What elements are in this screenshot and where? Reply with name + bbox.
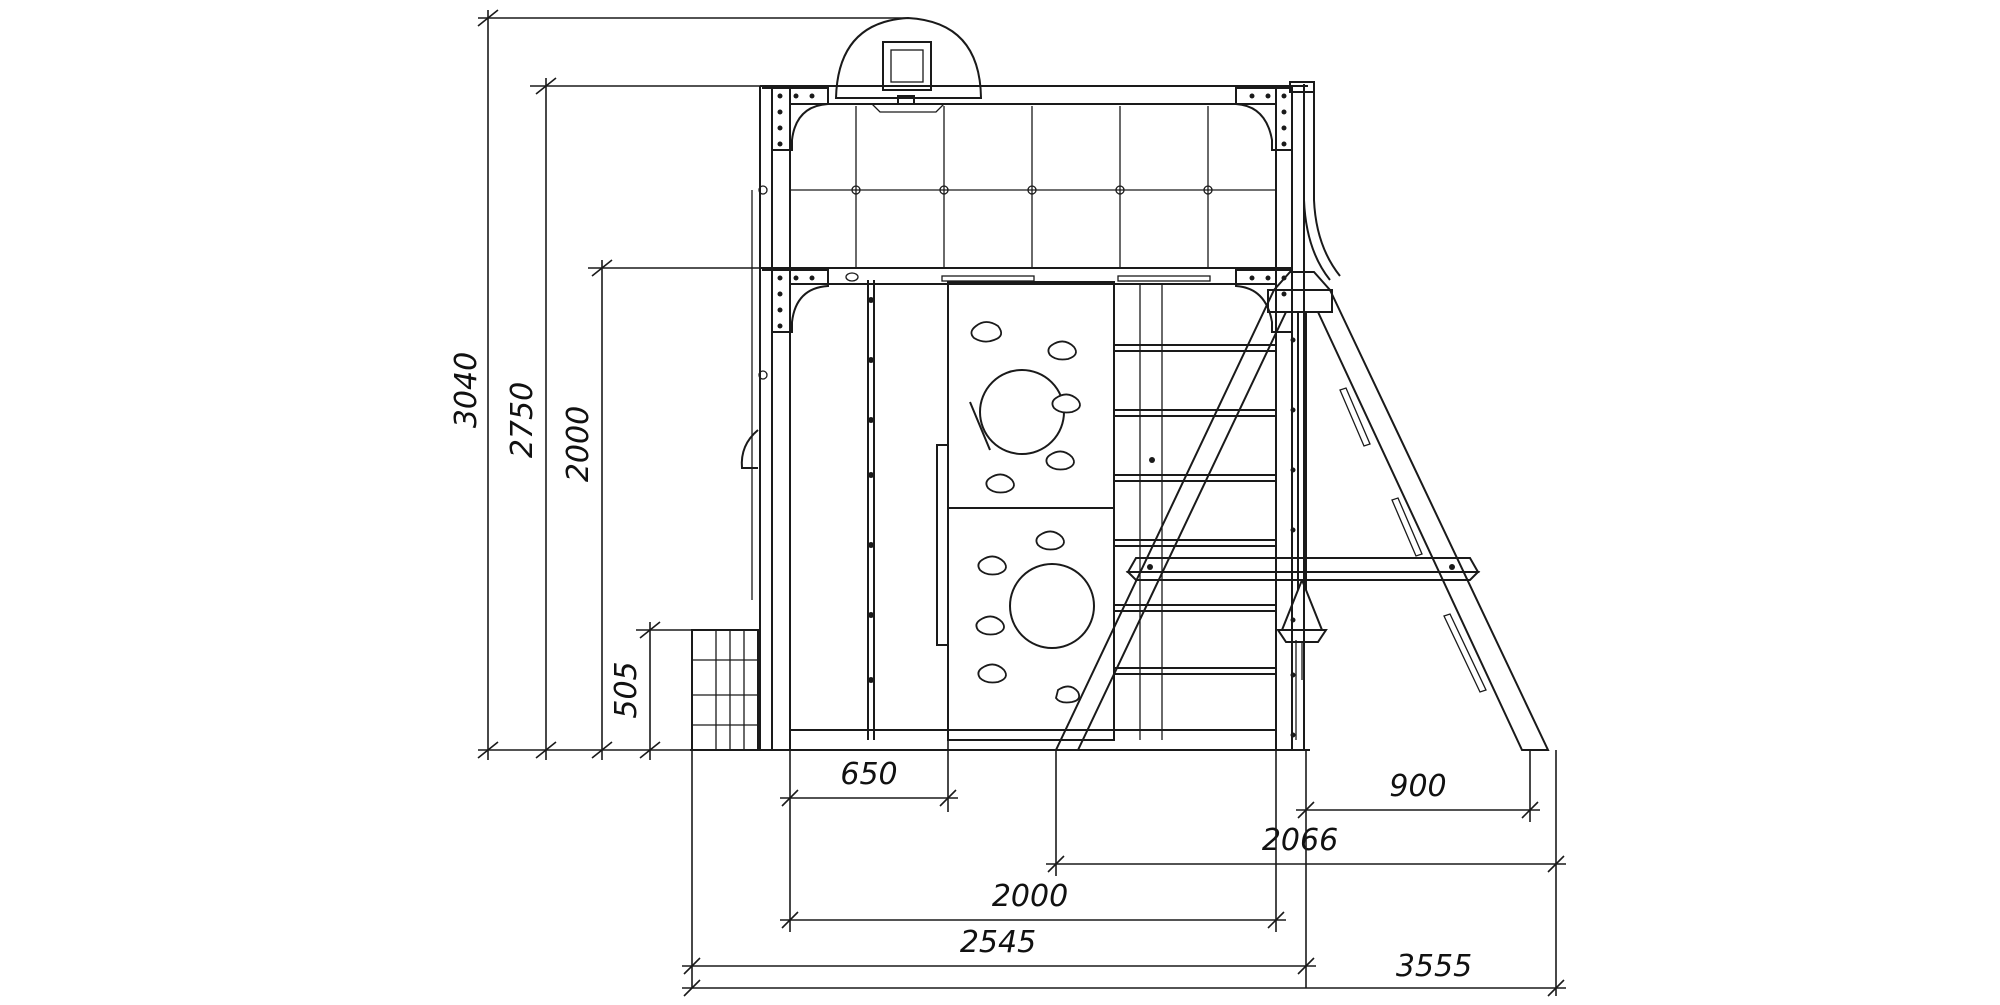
dim-label-900: 900	[1389, 769, 1446, 804]
corner-bracket-mid-right	[1235, 269, 1293, 333]
dim-label-3040: 3040	[449, 352, 484, 428]
dim-label-650: 650	[840, 757, 897, 792]
swing-a-frame	[1054, 271, 1550, 751]
dim-label-3555: 3555	[1396, 949, 1472, 984]
rope-ladder	[867, 280, 875, 740]
dim-label-2545: 2545	[960, 925, 1036, 960]
ladder-rungs	[1114, 284, 1276, 740]
dimension-step-height: 505	[609, 621, 692, 760]
dim-label-2000-vertical: 2000	[561, 406, 596, 482]
dimension-hoop-height: 2750	[505, 77, 760, 760]
dimension-ladder-width: 650	[780, 740, 958, 812]
entry-step	[691, 629, 759, 751]
corner-bracket-top-right	[1235, 87, 1293, 151]
corner-bracket-mid-left	[762, 269, 829, 333]
side-handle	[740, 185, 768, 600]
dim-label-505: 505	[609, 661, 644, 718]
play-tower-frame	[690, 81, 1341, 751]
dimension-swing-span: 2066	[1046, 750, 1566, 876]
dimension-complex-width: 2545	[682, 750, 1316, 988]
basketball-hoop-icon	[834, 16, 983, 113]
dimension-platform-height: 2000	[561, 259, 760, 760]
dimension-overall-length: 3555	[682, 876, 1566, 997]
dimension-platform-width: 2000	[780, 750, 1286, 932]
dim-label-2066: 2066	[1262, 823, 1338, 858]
dimension-total-height: 3040	[449, 9, 908, 760]
climbing-wall	[936, 281, 1115, 741]
climbing-net	[790, 106, 1276, 268]
dim-label-2000-horizontal: 2000	[992, 879, 1068, 914]
dimension-swing-offset: 900	[1296, 750, 1540, 822]
climbing-hold-icon	[970, 321, 1081, 704]
corner-bracket-top-left	[762, 87, 829, 151]
swing-seat-icon	[1276, 579, 1328, 680]
dim-label-2750: 2750	[505, 382, 540, 458]
